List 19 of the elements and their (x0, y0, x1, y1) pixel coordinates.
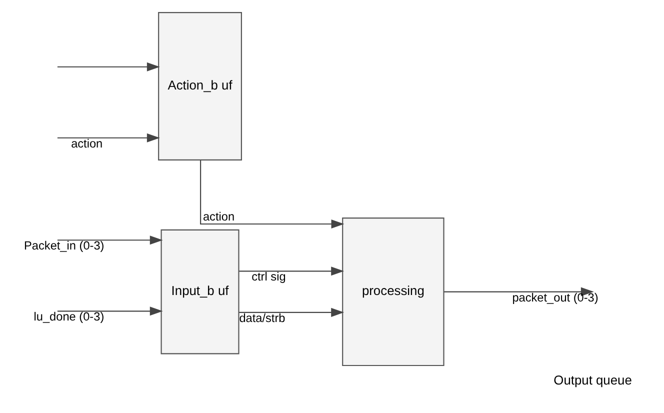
arrow (56, 62, 160, 72)
edge-label: action (202, 210, 234, 224)
edge-label: action (70, 136, 102, 150)
node-box: processing (342, 218, 444, 366)
arrow (238, 266, 344, 276)
arrow (56, 306, 162, 316)
node-box: Action_b uf (158, 12, 242, 160)
edge-label: data/strb (238, 310, 285, 325)
arrow (238, 308, 344, 317)
label: Output queue (553, 372, 632, 388)
edge-label: lu_done (0-3) (33, 310, 104, 324)
edge-label: ctrl sig (251, 270, 286, 284)
arrow (444, 287, 594, 296)
node-box: Input_b uf (160, 229, 239, 354)
arrow (56, 133, 160, 142)
arrow (200, 160, 344, 229)
edge-label: Packet_in (0-3) (24, 238, 104, 253)
arrow (56, 236, 162, 245)
edge-label: packet_out (0-3) (512, 290, 598, 304)
